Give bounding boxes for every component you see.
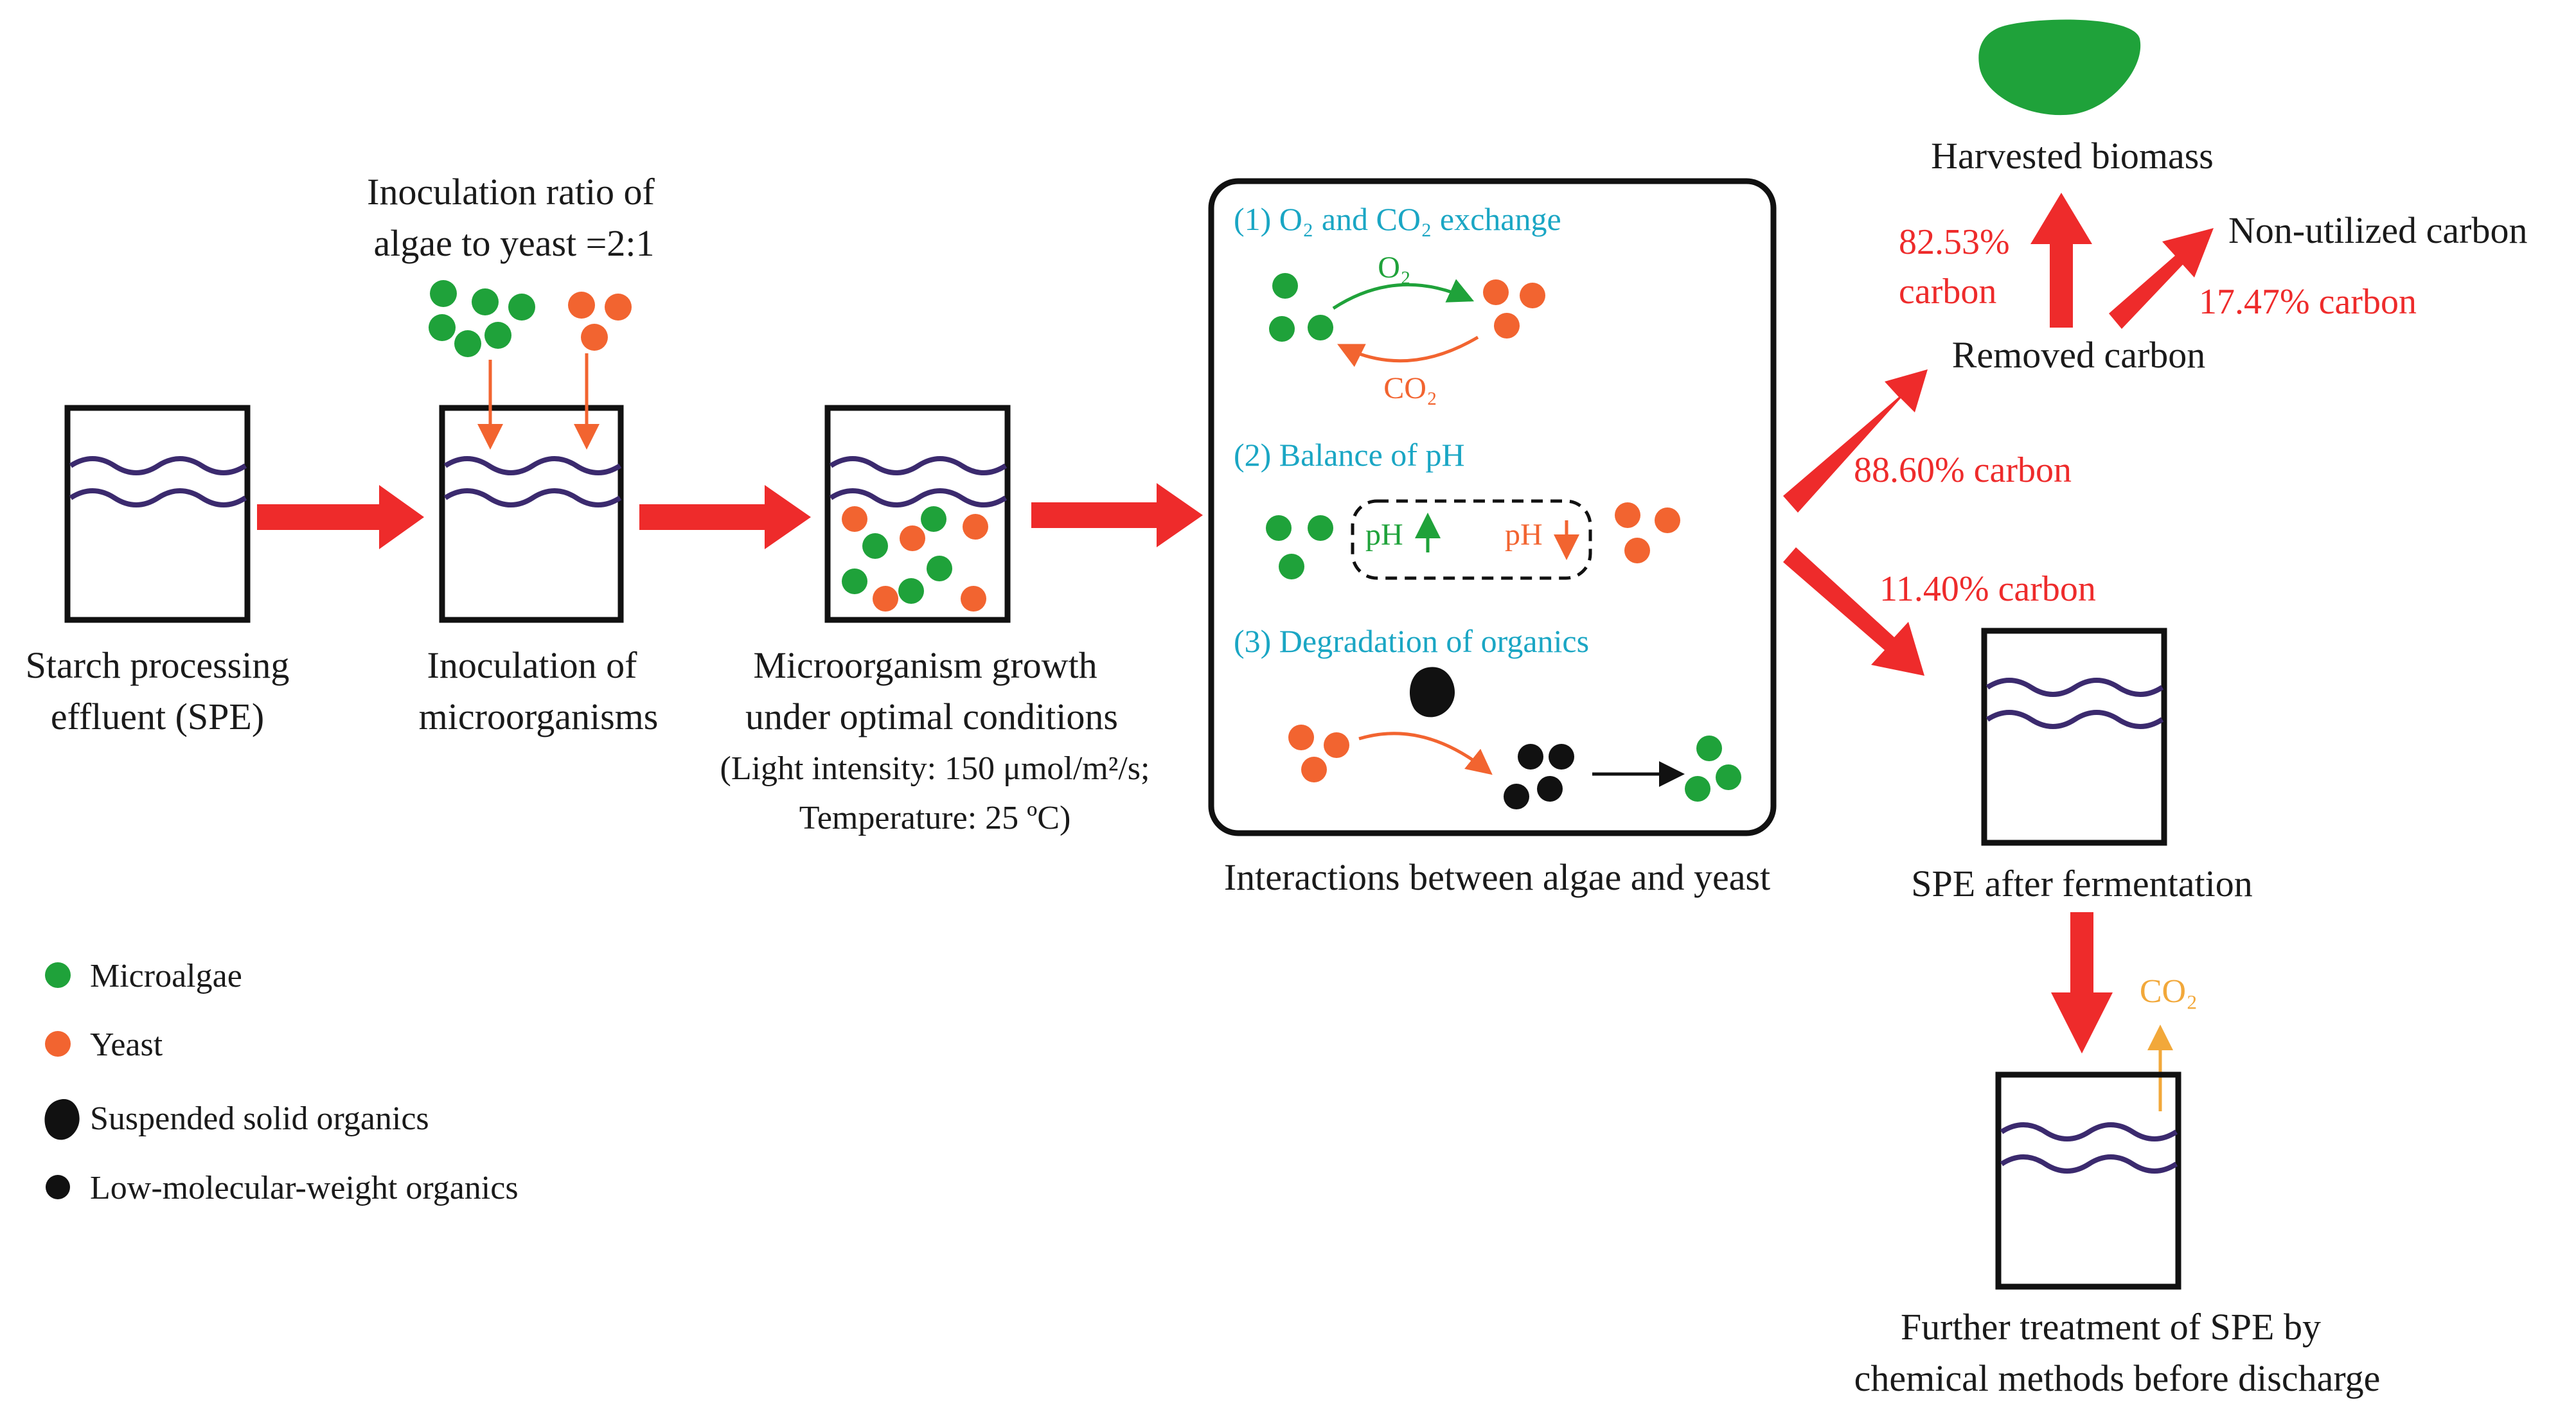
inoc-label-1: Inoculation of [427, 644, 638, 686]
legend-black-dot-icon [46, 1175, 70, 1199]
flow-arrow-3 [1031, 483, 1203, 547]
growth-label-1: Microorganism growth [753, 644, 1097, 686]
treatment-arrow [2051, 912, 2113, 1053]
o2-label: O₂ [1378, 251, 1410, 285]
harvest-pct: 82.53% [1899, 222, 2010, 262]
degrade-yeast [1288, 725, 1349, 782]
ratio-label-1: Inoculation ratio of [367, 171, 655, 213]
remaining-arrow [1783, 547, 1924, 676]
growth-cond-2: Temperature: 25 ºC) [799, 800, 1071, 836]
biomass-icon [1978, 19, 2141, 116]
spe-after-label: SPE after fermentation [1911, 863, 2253, 904]
suspended-solid-blob [1410, 667, 1455, 718]
spe-label-2: effluent (SPE) [51, 696, 264, 737]
nonutil-pct: 17.47% carbon [2199, 282, 2417, 322]
ph-down-label: pH [1505, 518, 1543, 552]
nonutil-arrow [2109, 228, 2214, 329]
legend-label-yeast: Yeast [90, 1027, 163, 1063]
beaker-spe [64, 405, 251, 623]
spe-label-1: Starch processing [26, 644, 290, 686]
co2-arrow [1337, 335, 1479, 367]
nonutil-label: Non-utilized carbon [2228, 209, 2527, 251]
further-label-2: chemical methods before discharge [1854, 1357, 2381, 1399]
inoc-label-2: microorganisms [419, 696, 659, 737]
legend: Microalgae Yeast Suspended solid organic… [44, 958, 519, 1206]
removed-label: Removed carbon [1952, 334, 2206, 376]
yeast-cluster [568, 292, 632, 351]
step2-title: (2) Balance of pH [1234, 437, 1465, 473]
removed-arrow [1783, 369, 1928, 513]
flow-arrow-1 [257, 485, 424, 549]
flow-arrow-2 [639, 485, 811, 549]
degrade-algae [1685, 736, 1741, 802]
beaker-inoculation [439, 405, 624, 623]
beaker-final [1995, 1071, 2181, 1290]
ph-up-label: pH [1365, 518, 1403, 552]
removed-pct: 88.60% carbon [1854, 450, 2072, 490]
ratio-label-2: algae to yeast =2:1 [374, 222, 655, 264]
co2-label: CO₂ [1383, 371, 1437, 405]
ph-yeast [1615, 502, 1680, 563]
harvest-arrow [2030, 193, 2092, 328]
algae-cluster [429, 280, 535, 357]
interactions-caption: Interactions between algae and yeast [1224, 856, 1770, 898]
legend-orange-dot-icon [45, 1031, 71, 1057]
ph-algae [1266, 515, 1333, 579]
beaker-growth [824, 405, 1011, 623]
growth-label-2: under optimal conditions [745, 696, 1118, 737]
degrade-arrow [1358, 732, 1493, 775]
growth-cond-1: (Light intensity: 150 μmol/m²/s; [720, 750, 1150, 787]
legend-black-blob-icon [44, 1098, 80, 1140]
harvested-label: Harvested biomass [1931, 135, 2214, 177]
exchange-yeast [1483, 279, 1545, 339]
low-mw-organics [1504, 744, 1574, 809]
legend-label-lmw: Low-molecular-weight organics [90, 1170, 519, 1206]
remaining-pct: 11.40% carbon [1879, 569, 2096, 609]
step1-title: (1) O₂ and CO₂ exchange [1234, 201, 1561, 237]
legend-label-microalgae: Microalgae [90, 958, 242, 994]
o2-arrow [1332, 279, 1475, 310]
legend-label-suspended: Suspended solid organics [90, 1100, 429, 1137]
further-label-1: Further treatment of SPE by [1901, 1306, 2321, 1348]
beaker-after-fermentation [1981, 628, 2167, 846]
harvest-unit: carbon [1899, 272, 1996, 312]
exchange-algae [1269, 273, 1333, 342]
legend-green-dot-icon [45, 962, 71, 988]
interaction-box [1208, 178, 1777, 836]
ph-dashed-box [1351, 499, 1592, 580]
step3-title: (3) Degradation of organics [1234, 623, 1589, 659]
co2-release-label: CO₂ [2140, 973, 2198, 1010]
